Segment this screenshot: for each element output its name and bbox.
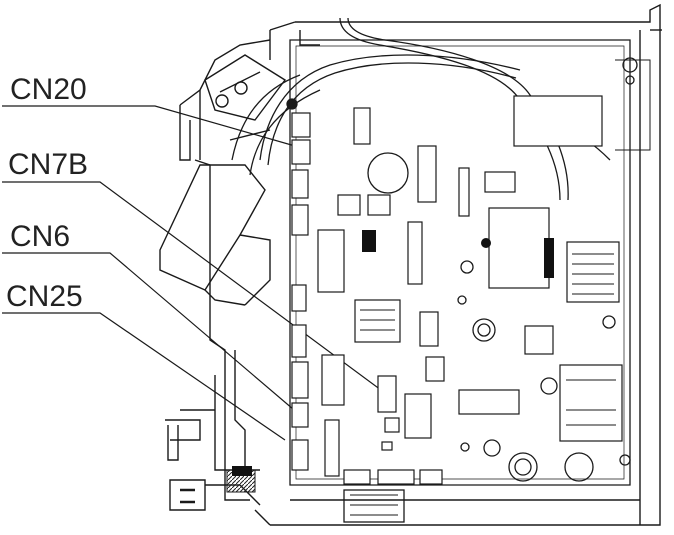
- bottom-clamp: [343, 489, 405, 523]
- callout-cn20: CN20: [2, 73, 296, 147]
- label-cn25: CN25: [6, 280, 83, 313]
- leader-line-cn20: [2, 105, 296, 147]
- pcb-dark-parts: [232, 230, 554, 476]
- label-cn6: CN6: [10, 220, 70, 253]
- callout-cn25: CN25: [2, 280, 286, 441]
- callout-cn6: CN6: [2, 220, 301, 416]
- pcb-connectors: [291, 95, 623, 485]
- leader-line-cn25: [2, 312, 286, 441]
- connector-cn25: [291, 439, 309, 471]
- label-cn7b: CN7B: [8, 148, 88, 181]
- connector-cn7b: [377, 375, 397, 413]
- connector-cn6: [291, 402, 309, 428]
- bottom-clamp-lines: [350, 494, 398, 516]
- label-cn20: CN20: [10, 73, 87, 106]
- transformer-detail: [360, 253, 616, 426]
- leader-line-cn6: [2, 252, 301, 416]
- pcb-round-parts: [367, 152, 616, 482]
- unit-chassis: [159, 3, 662, 526]
- connector-cn20: [291, 112, 311, 138]
